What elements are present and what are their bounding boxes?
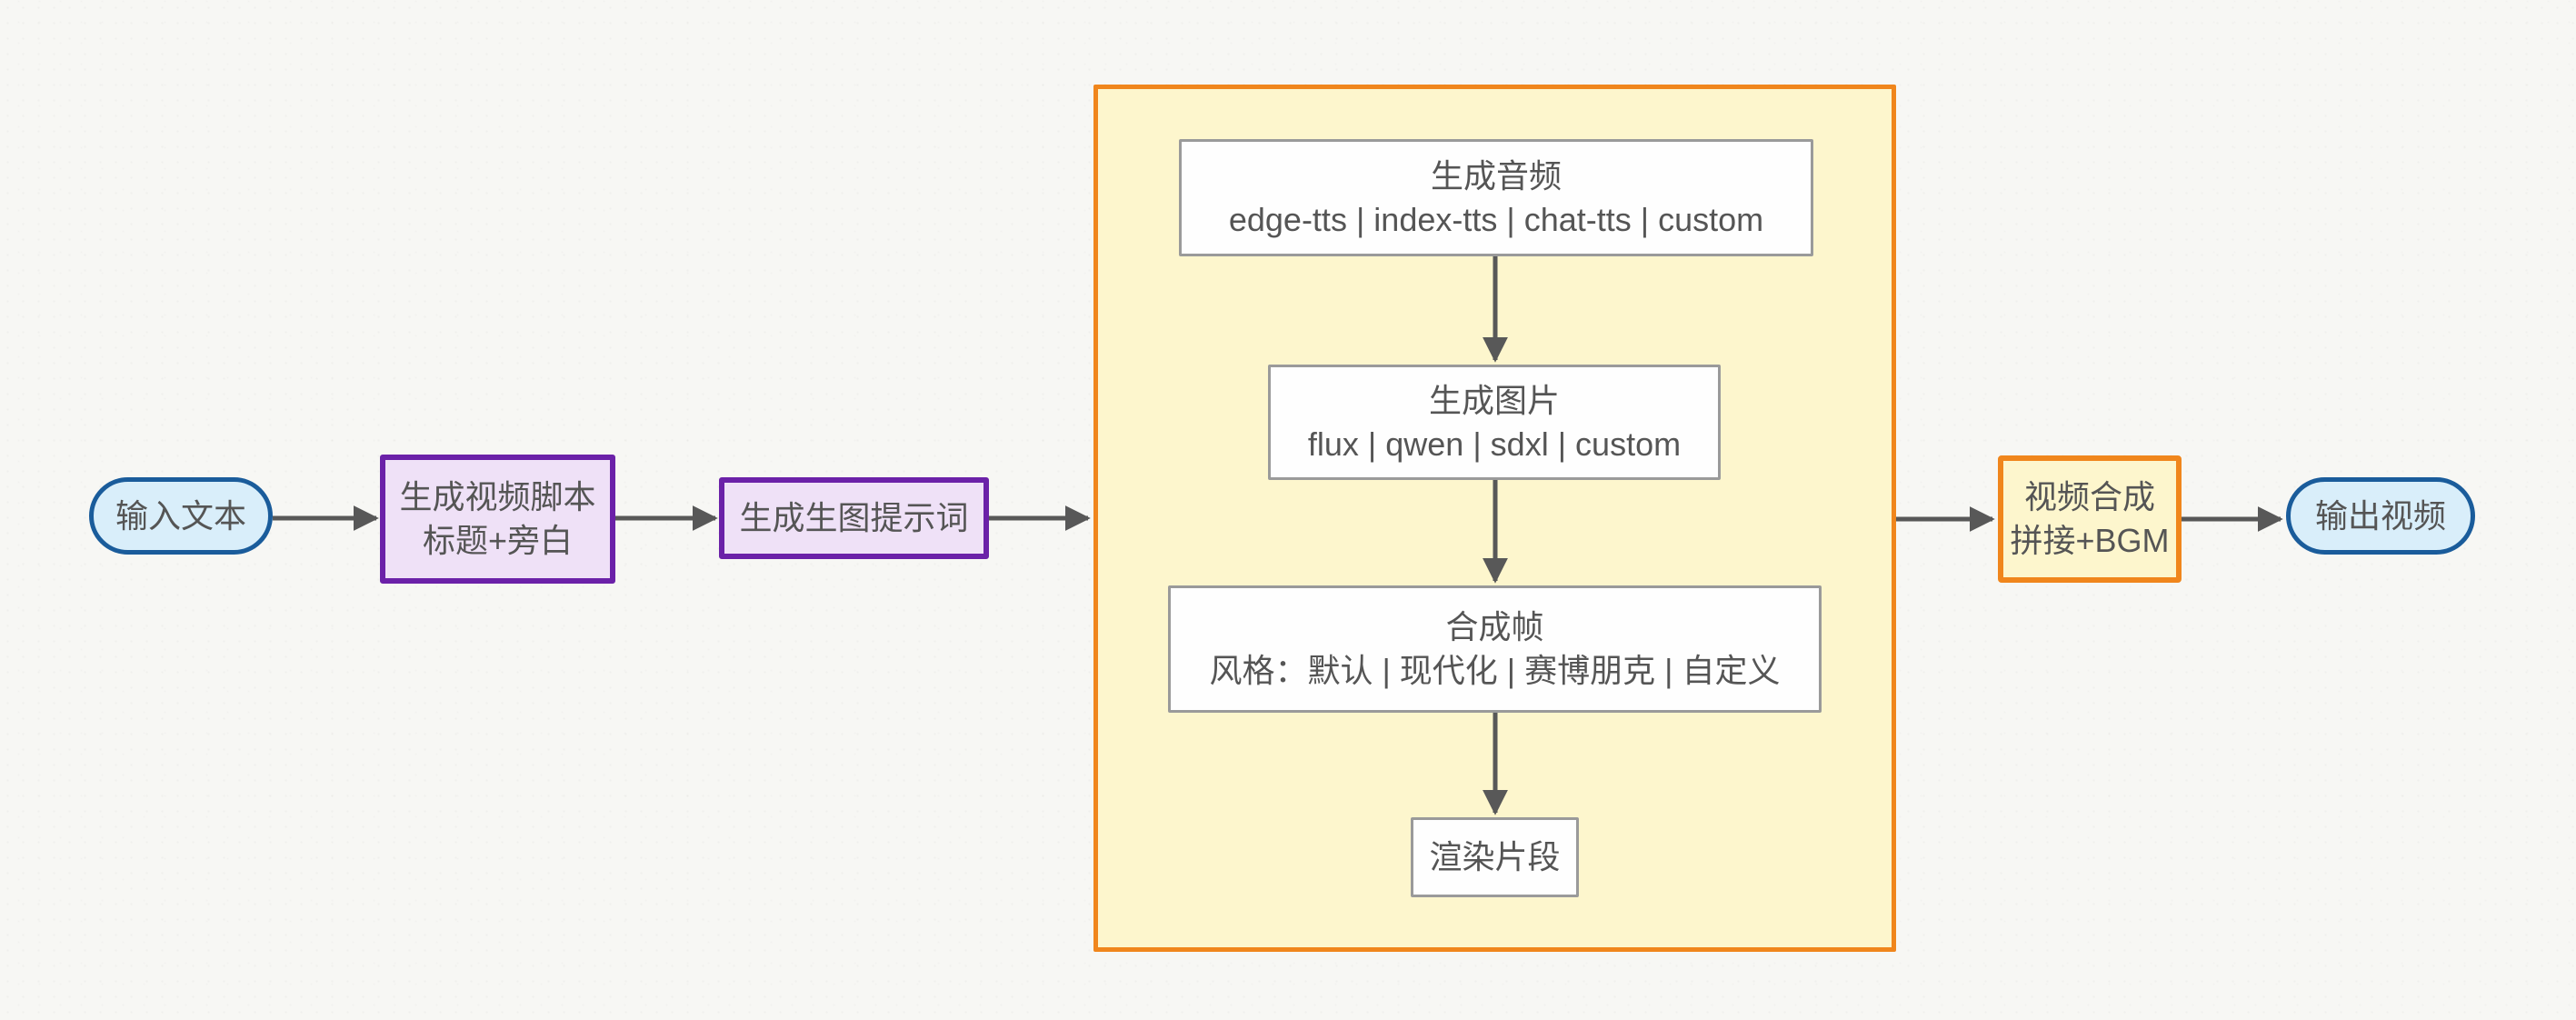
node-video-compose: 视频合成 拼接+BGM [1998, 455, 2182, 583]
node-composite-frame-subtitle: 风格：默认 | 现代化 | 赛博朋克 | 自定义 [1209, 652, 1781, 689]
node-input-text-label: 输入文本 [115, 496, 246, 535]
node-output-video-label: 输出视频 [2314, 496, 2446, 535]
node-composite-frame-title: 合成帧 [1445, 608, 1544, 646]
node-generate-prompt: 生成生图提示词 [719, 477, 989, 559]
node-generate-image-title: 生成图片 [1428, 381, 1560, 419]
node-generate-image-subtitle: flux | qwen | sdxl | custom [1307, 425, 1682, 463]
node-generate-audio-title: 生成音频 [1430, 156, 1562, 195]
node-generate-script-title: 生成视频脚本 [399, 478, 596, 516]
node-generate-image: 生成图片 flux | qwen | sdxl | custom [1268, 365, 1721, 480]
node-output-video: 输出视频 [2286, 477, 2475, 555]
node-generate-script: 生成视频脚本 标题+旁白 [380, 455, 615, 584]
node-render-clip: 渲染片段 [1411, 817, 1579, 897]
node-generate-prompt-label: 生成生图提示词 [739, 499, 969, 537]
node-video-compose-subtitle: 拼接+BGM [2010, 522, 2170, 559]
node-input-text: 输入文本 [89, 477, 273, 555]
node-generate-audio: 生成音频 edge-tts | index-tts | chat-tts | c… [1179, 139, 1813, 256]
node-generate-audio-subtitle: edge-tts | index-tts | chat-tts | custom [1228, 200, 1764, 238]
node-render-clip-label: 渲染片段 [1429, 838, 1561, 876]
node-video-compose-title: 视频合成 [2023, 478, 2155, 516]
node-generate-script-subtitle: 标题+旁白 [422, 522, 574, 559]
node-composite-frame: 合成帧 风格：默认 | 现代化 | 赛博朋克 | 自定义 [1168, 585, 1822, 713]
